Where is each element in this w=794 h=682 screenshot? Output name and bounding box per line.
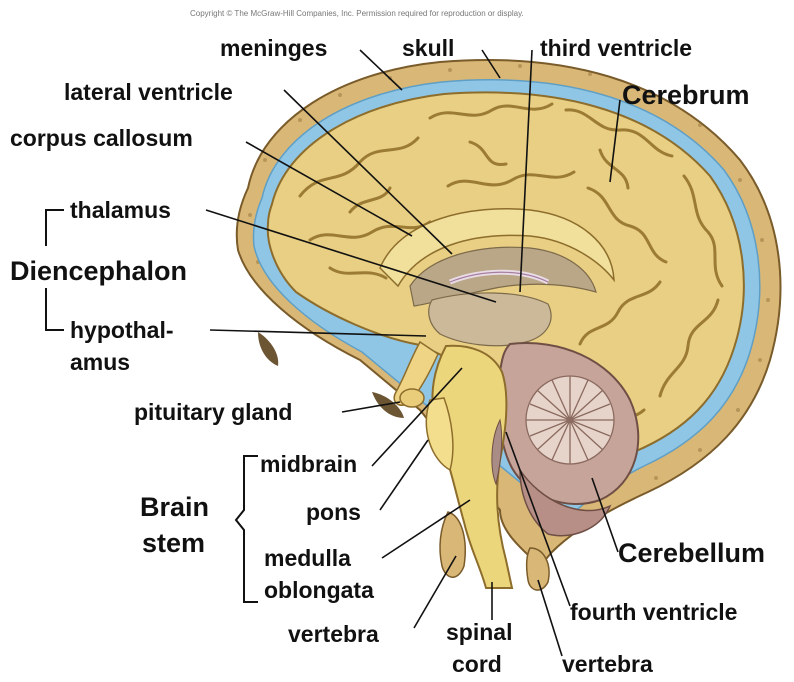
label-pons: pons xyxy=(306,499,361,525)
label-third-ventricle: third ventricle xyxy=(540,35,692,61)
label-thalamus: thalamus xyxy=(70,197,171,223)
copyright-text: Copyright © The McGraw-Hill Companies, I… xyxy=(190,9,524,18)
label-brain-stem-2: stem xyxy=(142,528,205,558)
label-vertebra-right: vertebra xyxy=(562,651,653,677)
label-vertebra-left: vertebra xyxy=(288,621,379,647)
label-spinal-cord-1: spinal xyxy=(446,619,512,645)
label-pituitary-gland: pituitary gland xyxy=(134,399,292,425)
label-spinal-cord-2: cord xyxy=(452,651,502,677)
brain-stem-bracket xyxy=(236,456,258,602)
label-medulla-1: medulla xyxy=(264,545,351,571)
label-hypothalamus-1: hypothal- xyxy=(70,317,174,343)
label-cerebrum: Cerebrum xyxy=(622,80,750,110)
label-lateral-ventricle: lateral ventricle xyxy=(64,79,233,105)
label-cerebellum: Cerebellum xyxy=(618,538,765,568)
label-skull: skull xyxy=(402,35,454,61)
label-corpus-callosum: corpus callosum xyxy=(10,125,193,151)
label-hypothalamus-2: amus xyxy=(70,349,130,375)
label-midbrain: midbrain xyxy=(260,451,357,477)
label-meninges: meninges xyxy=(220,35,327,61)
sinus-shape-left xyxy=(258,332,278,366)
cerebellum-arbor xyxy=(526,376,614,464)
pituitary-gland-shape xyxy=(400,389,424,407)
label-fourth-ventricle: fourth ventricle xyxy=(570,599,737,625)
label-medulla-2: oblongata xyxy=(264,577,374,603)
vertebra-left-shape xyxy=(440,512,465,577)
label-brain-stem-1: Brain xyxy=(140,492,209,522)
label-diencephalon: Diencephalon xyxy=(10,256,187,286)
